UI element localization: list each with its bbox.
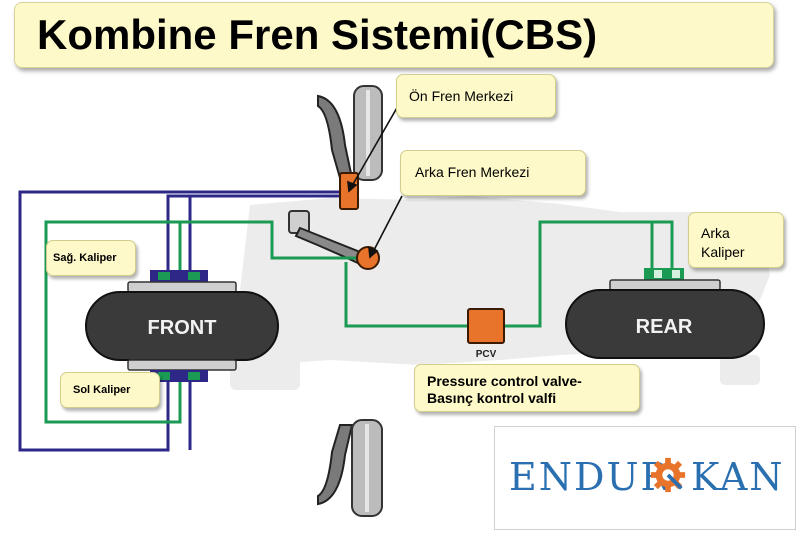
- front-wheel: FRONT: [85, 270, 279, 382]
- callout-rear-caliper: Arka Kaliper: [688, 212, 784, 268]
- front-brake-lever: [317, 85, 383, 181]
- callout-left-caliper-label: Sol Kaliper: [73, 384, 131, 396]
- callout-pcv-line1: Pressure control valve-: [427, 373, 582, 389]
- rear-wheel: REAR: [565, 268, 765, 359]
- callout-pcv: Pressure control valve- Basınç kontrol v…: [414, 364, 640, 412]
- title-banner: Kombine Fren Sistemi(CBS): [14, 2, 774, 68]
- callout-rear-caliper-line1: Arka: [701, 225, 730, 241]
- page-title: Kombine Fren Sistemi(CBS): [37, 11, 598, 58]
- callout-left-caliper: Sol Kaliper: [60, 372, 160, 408]
- pressure-control-valve: [467, 308, 505, 344]
- front-brake-lines: [18, 190, 340, 452]
- callout-right-caliper: Sağ. Kaliper: [46, 240, 136, 276]
- callout-rear-caliper-line2: Kaliper: [701, 244, 745, 260]
- pcv-label: PCV: [476, 349, 497, 360]
- rear-brake-lines: [44, 220, 674, 424]
- callout-right-caliper-label: Sağ. Kaliper: [53, 252, 117, 264]
- left-grip-lever: [317, 419, 383, 517]
- brand-logo: ENDUR KAN: [494, 426, 796, 530]
- callout-front-master: Ön Fren Merkezi: [396, 74, 556, 118]
- gear-icon: [650, 457, 686, 493]
- callout-rear-master-label: Arka Fren Merkezi: [415, 164, 530, 180]
- logo-text-right: KAN: [691, 455, 785, 499]
- callout-pointers: [347, 105, 403, 259]
- rear-wheel-label: REAR: [636, 316, 693, 338]
- logo-text-left: ENDUR: [509, 455, 672, 499]
- callout-front-master-label: Ön Fren Merkezi: [409, 88, 514, 104]
- front-wheel-label: FRONT: [148, 317, 217, 339]
- callout-rear-master: Arka Fren Merkezi: [400, 150, 586, 196]
- callout-pcv-line2: Basınç kontrol valfi: [427, 390, 557, 406]
